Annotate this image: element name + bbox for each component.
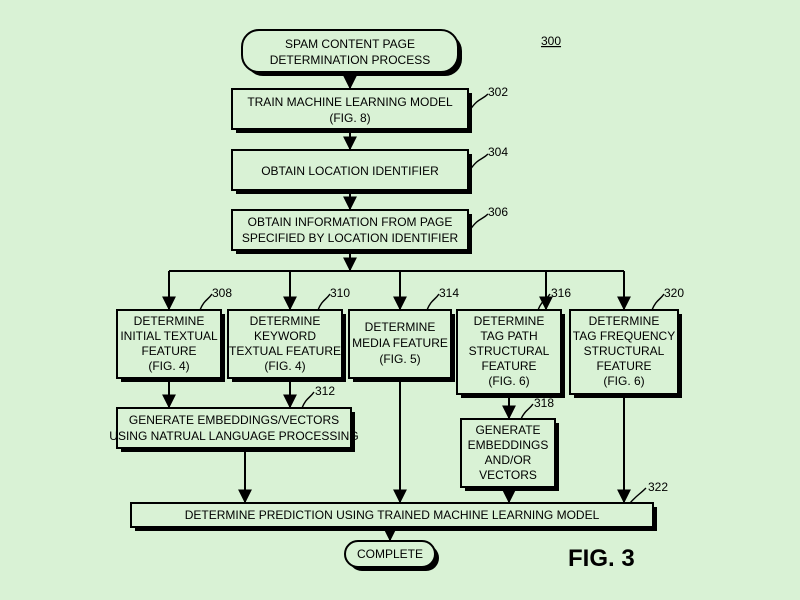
step-obtain-information-line-2: SPECIFIED BY LOCATION IDENTIFIER: [242, 231, 459, 245]
step-308-line-2: INITIAL TEXTUAL: [120, 329, 218, 343]
ref-322: 322: [648, 480, 668, 494]
step-318-line-2: EMBEDDINGS: [468, 438, 549, 452]
ref-306: 306: [488, 205, 508, 219]
step-314-line-2: MEDIA FEATURE: [352, 336, 448, 350]
step-obtain-location: OBTAIN LOCATION IDENTIFIER: [231, 149, 472, 194]
figure-number: 300: [541, 34, 561, 48]
step-obtain-information: OBTAIN INFORMATION FROM PAGE SPECIFIED B…: [231, 209, 472, 254]
step-media-feature: DETERMINE MEDIA FEATURE (FIG. 5): [348, 309, 455, 382]
reference-leaders: [199, 93, 665, 504]
start-terminal: SPAM CONTENT PAGE DETERMINATION PROCESS: [241, 29, 462, 76]
connectors: [162, 75, 631, 542]
ref-320: 320: [664, 286, 684, 300]
step-318-line-3: AND/OR: [485, 453, 532, 467]
step-318-line-4: VECTORS: [479, 468, 537, 482]
step-320-line-4: FEATURE: [596, 359, 651, 373]
step-312-line-1: GENERATE EMBEDDINGS/VECTORS: [129, 413, 339, 427]
step-determine-prediction: DETERMINE PREDICTION USING TRAINED MACHI…: [130, 502, 657, 531]
ref-312: 312: [315, 384, 335, 398]
step-tag-path-feature: DETERMINE TAG PATH STRUCTURAL FEATURE (F…: [456, 309, 565, 398]
step-310-line-4: (FIG. 4): [264, 359, 305, 373]
step-316-line-1: DETERMINE: [474, 314, 545, 328]
complete-label: COMPLETE: [357, 547, 423, 561]
step-318-line-1: GENERATE: [475, 423, 540, 437]
ref-316: 316: [551, 286, 571, 300]
ref-304: 304: [488, 145, 508, 159]
ref-318: 318: [534, 396, 554, 410]
ref-302: 302: [488, 85, 508, 99]
step-obtain-location-line-1: OBTAIN LOCATION IDENTIFIER: [261, 164, 439, 178]
step-308-line-1: DETERMINE: [134, 314, 205, 328]
ref-314: 314: [439, 286, 459, 300]
step-generate-embeddings-nlp: GENERATE EMBEDDINGS/VECTORS USING NATRUA…: [109, 407, 359, 452]
step-316-line-5: (FIG. 6): [488, 374, 529, 388]
step-316-line-3: STRUCTURAL: [469, 344, 550, 358]
step-obtain-information-line-1: OBTAIN INFORMATION FROM PAGE: [248, 215, 453, 229]
start-line-2: DETERMINATION PROCESS: [270, 53, 430, 67]
step-310-line-3: TEXTUAL FEATURE: [229, 344, 341, 358]
step-tag-frequency-feature: DETERMINE TAG FREQUENCY STRUCTURAL FEATU…: [569, 309, 682, 398]
step-320-line-1: DETERMINE: [589, 314, 660, 328]
step-312-line-2: USING NATRUAL LANGUAGE PROCESSING: [109, 429, 358, 443]
step-316-line-2: TAG PATH: [480, 329, 537, 343]
complete-terminal: COMPLETE: [344, 540, 439, 571]
step-keyword-textual-feature: DETERMINE KEYWORD TEXTUAL FEATURE (FIG. …: [227, 309, 346, 382]
step-314-line-1: DETERMINE: [365, 320, 436, 334]
step-generate-embeddings-vectors: GENERATE EMBEDDINGS AND/OR VECTORS: [460, 418, 559, 491]
step-train-model-line-1: TRAIN MACHINE LEARNING MODEL: [247, 95, 453, 109]
step-322-line-1: DETERMINE PREDICTION USING TRAINED MACHI…: [185, 508, 600, 522]
ref-308: 308: [212, 286, 232, 300]
start-line-1: SPAM CONTENT PAGE: [285, 37, 415, 51]
step-initial-textual-feature: DETERMINE INITIAL TEXTUAL FEATURE (FIG. …: [116, 309, 225, 382]
step-316-line-4: FEATURE: [481, 359, 536, 373]
step-314-line-3: (FIG. 5): [379, 352, 420, 366]
step-310-line-1: DETERMINE: [250, 314, 321, 328]
step-320-line-2: TAG FREQUENCY: [573, 329, 675, 343]
step-train-model-line-2: (FIG. 8): [329, 111, 370, 125]
step-train-model: TRAIN MACHINE LEARNING MODEL (FIG. 8): [231, 88, 472, 133]
step-320-line-3: STRUCTURAL: [584, 344, 665, 358]
figure-label: FIG. 3: [568, 545, 635, 572]
step-320-line-5: (FIG. 6): [603, 374, 644, 388]
step-310-line-2: KEYWORD: [254, 329, 316, 343]
step-308-line-4: (FIG. 4): [148, 359, 189, 373]
step-308-line-3: FEATURE: [141, 344, 196, 358]
ref-310: 310: [330, 286, 350, 300]
